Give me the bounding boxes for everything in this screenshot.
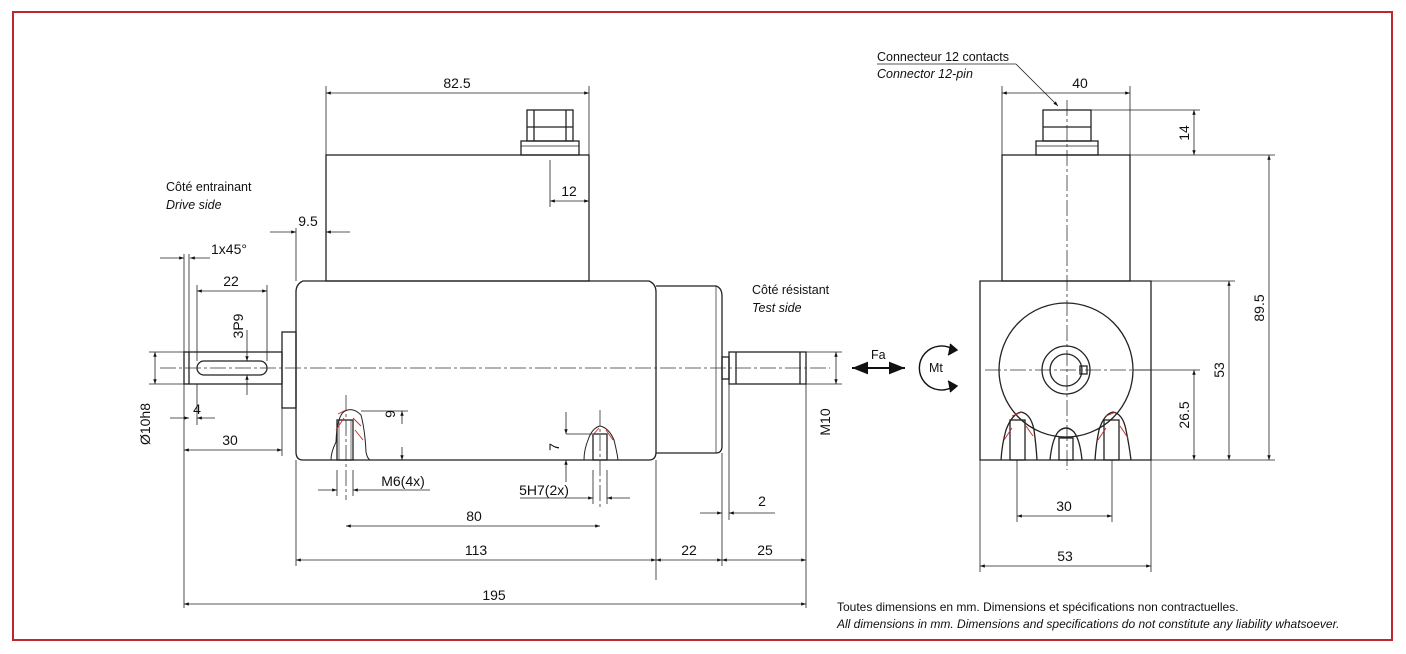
dim-test-thread: M10 [817, 408, 833, 435]
connector-label-en: Connector 12-pin [877, 67, 973, 81]
hole-hatching [335, 409, 614, 441]
dim-top-width: 82.5 [443, 75, 470, 91]
dim-side-hole-spacing: 30 [1056, 498, 1072, 514]
front-dimensions [149, 86, 842, 608]
dim-shaft-diameter: Ø10h8 [137, 403, 153, 445]
side-connector [1035, 109, 1099, 156]
drive-side-label-fr: Côté entrainant [166, 180, 252, 194]
centerlines [160, 100, 1150, 510]
dim-flange: 9.5 [298, 213, 318, 229]
side-bore [1041, 345, 1091, 395]
dim-connector-offset: 12 [561, 183, 577, 199]
dim-hole-spacing: 80 [466, 508, 482, 524]
fa-label: Fa [871, 348, 886, 362]
main-body [295, 280, 657, 461]
test-side-boss [656, 285, 723, 454]
mounting-holes [330, 409, 619, 461]
front-view [183, 109, 807, 461]
footnote-en: All dimensions in mm. Dimensions and spe… [837, 617, 1340, 631]
connector-label-fr: Connecteur 12 contacts [877, 50, 1009, 64]
dim-key-offset: 4 [193, 401, 201, 417]
upper-housing [325, 154, 590, 282]
side-hole-hatching [1003, 411, 1129, 441]
dim-total-length: 195 [482, 587, 506, 603]
mt-label: Mt [929, 361, 943, 375]
dim-total-height: 89.5 [1251, 294, 1267, 321]
dim-key-length: 22 [223, 273, 239, 289]
dim-thread: M6(4x) [381, 473, 425, 489]
drive-side-label-en: Drive side [166, 198, 222, 212]
dim-axis-height: 53 [1211, 362, 1227, 378]
dim-test-shaft-length: 25 [757, 542, 773, 558]
drawing-frame [12, 11, 1393, 641]
dim-body-length: 113 [465, 542, 488, 558]
dim-shaft-length: 30 [222, 432, 238, 448]
test-side-label-en: Test side [752, 301, 802, 315]
dim-center-height: 26.5 [1176, 401, 1192, 428]
footnote-fr: Toutes dimensions en mm. Dimensions et s… [837, 600, 1239, 614]
dim-boss-length: 22 [681, 542, 697, 558]
dim-side-width: 53 [1057, 548, 1073, 564]
dim-pin: 5H7(2x) [519, 482, 569, 498]
dim-side-connector-width: 40 [1072, 75, 1088, 91]
side-view [979, 109, 1152, 461]
test-side-label-fr: Côté résistant [752, 283, 830, 297]
front-connector [520, 109, 580, 156]
dim-pin-depth: 7 [546, 443, 562, 451]
flange [281, 331, 297, 409]
dim-key-width: 3P9 [230, 313, 246, 338]
dim-connector-height: 14 [1176, 125, 1192, 141]
side-upper-housing [1001, 154, 1131, 282]
dim-thread-depth: 9 [382, 410, 398, 418]
dim-shoulder: 2 [758, 493, 766, 509]
dim-chamfer: 1x45° [211, 241, 247, 257]
side-dimensions [877, 63, 1275, 572]
mt-symbol [918, 343, 959, 393]
